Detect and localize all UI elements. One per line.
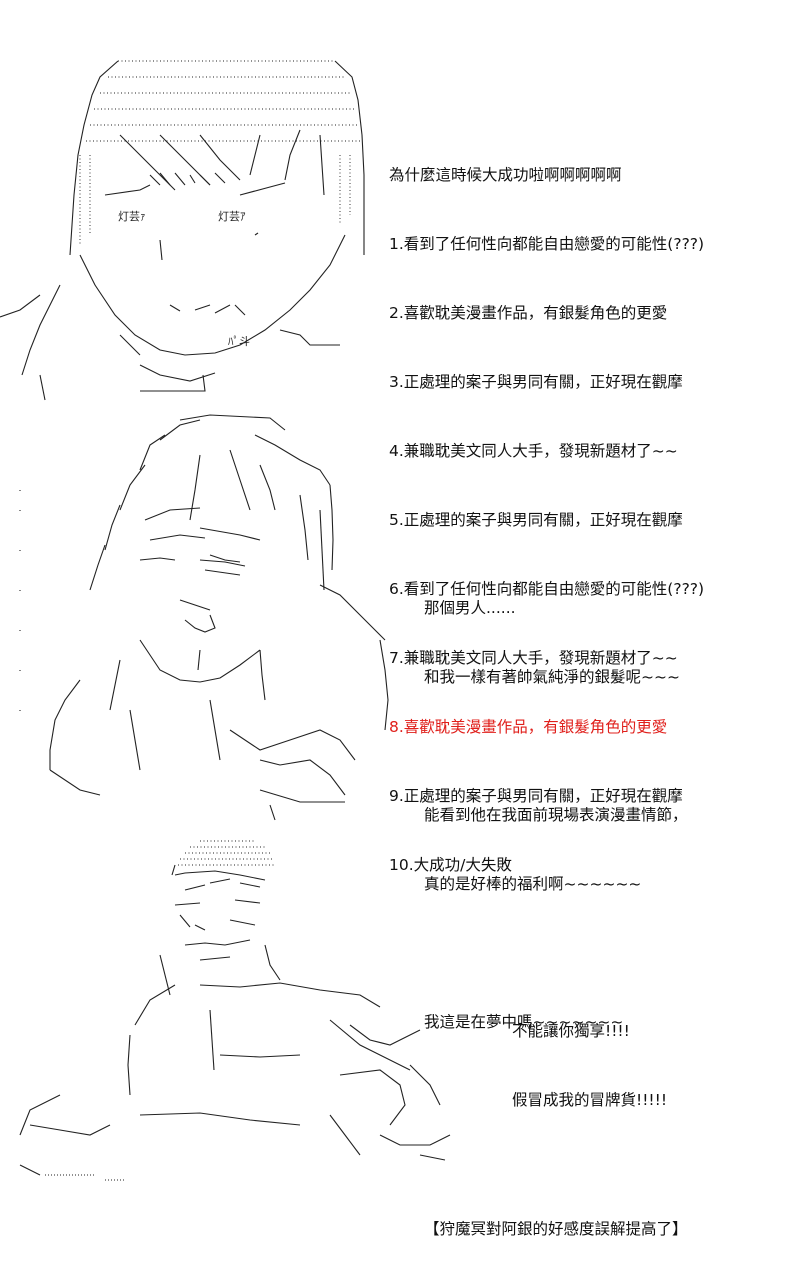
- panel3-ascii-art-character: [19, 840, 451, 1181]
- panel1-title-line: 為什麼這時候大成功啦啊啊啊啊啊: [389, 166, 622, 184]
- panel1-list-item: 4.兼職耽美文同人大手，發現新題材了~~: [389, 442, 678, 460]
- panel2-line: 和我一樣有著帥氣純淨的銀髮呢~~~: [424, 668, 680, 686]
- panel3-line: 不能讓你獨享!!!!: [512, 1022, 630, 1040]
- panel1-list-item: 3.正處理的案子與男同有關，正好現在觀摩: [389, 373, 683, 391]
- panel1-list-item: 6.看到了任何性向都能自由戀愛的可能性(???): [389, 580, 705, 598]
- panel1-list-item: 5.正處理的案子與男同有關，正好現在觀摩: [389, 511, 683, 529]
- panel1-left-eye-label: 灯芸ｧ: [118, 210, 146, 223]
- panel3-line: 假冒成我的冒牌貨!!!!!: [512, 1091, 668, 1109]
- panel1-right-eye-label: 灯芸ｱ: [218, 210, 246, 223]
- panel2-caption: 那個男人...... 和我一樣有著帥氣純淨的銀髮呢~~~ 能看到他在我面前現場表…: [424, 551, 688, 1264]
- panel1-list-item: 1.看到了任何性向都能自由戀愛的可能性(???): [389, 235, 705, 253]
- spacer: [424, 1149, 688, 1172]
- panel2-line: 能看到他在我面前現場表演漫畫情節，: [424, 806, 688, 824]
- panel1-caption: 為什麼這時候大成功啦啊啊啊啊啊 1.看到了任何性向都能自由戀愛的可能性(???)…: [389, 118, 704, 900]
- panel2-line: 我這是在夢中嗎~~~~~~~: [424, 1013, 624, 1031]
- spacer: [424, 942, 688, 965]
- panel1-list-item: 2.喜歡耽美漫畫作品，有銀髮角色的更愛: [389, 304, 668, 322]
- panel1-list-item-highlighted: 8.喜歡耽美漫畫作品，有銀髮角色的更愛: [389, 718, 668, 736]
- panel1-ascii-art-character: 灯芸ｧ 灯芸ｱ ﾊﾟ斗: [0, 60, 365, 401]
- panel1-list-item: 10.大成功/大失敗: [389, 856, 512, 874]
- panel3-caption: 不能讓你獨享!!!! 假冒成我的冒牌貨!!!!!: [512, 974, 667, 1135]
- panel2-ascii-art-character: [19, 414, 389, 821]
- spacer: [424, 735, 688, 758]
- panel2-line: 那個男人......: [424, 599, 516, 617]
- panel1-list-item: 9.正處理的案子與男同有關，正好現在觀摩: [389, 787, 683, 805]
- panel1-list-item: 7.兼職耽美文同人大手，發現新題材了~~: [389, 649, 678, 667]
- panel2-affection-notice: 【狩魔冥對阿銀的好感度誤解提高了】: [424, 1220, 688, 1238]
- panel2-line: 真的是好棒的福利啊~~~~~~: [424, 875, 642, 893]
- panel1-mouth-label: ﾊﾟ斗: [228, 335, 250, 348]
